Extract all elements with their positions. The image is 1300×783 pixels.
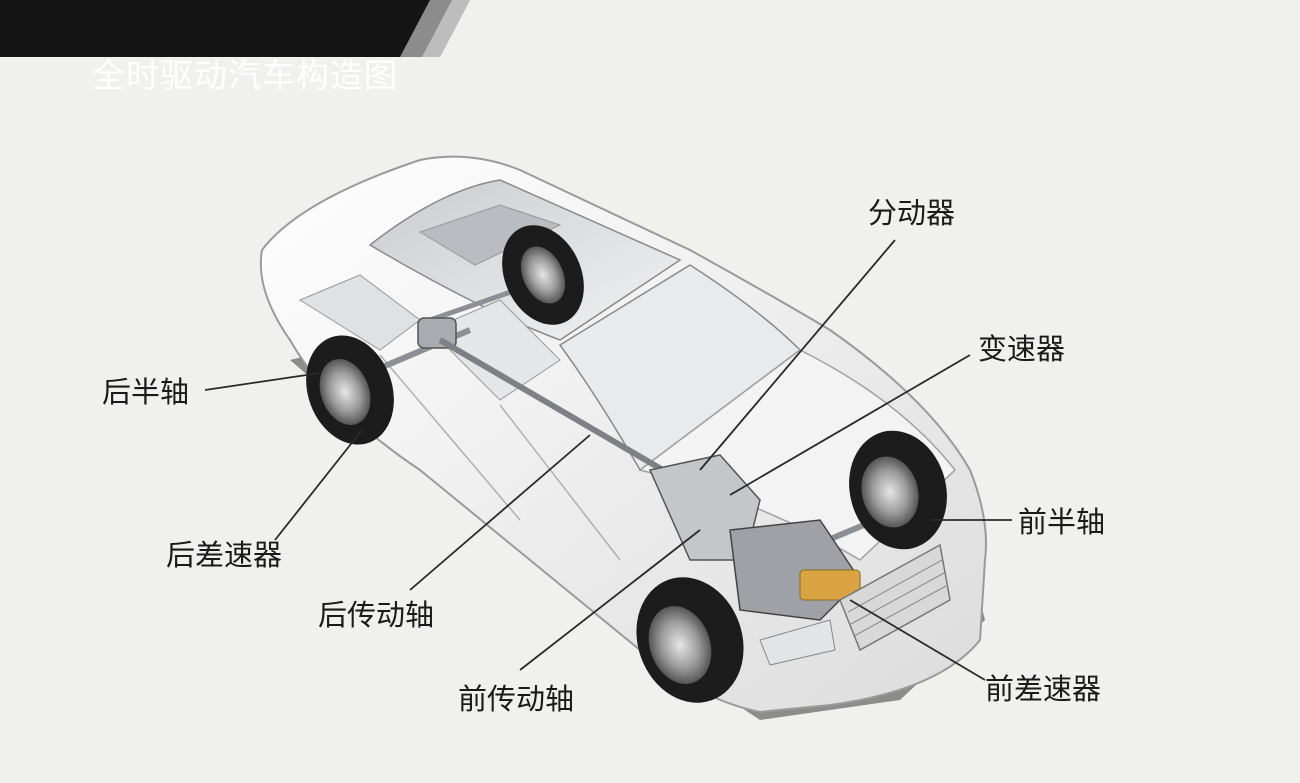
headlight (759, 619, 836, 666)
label-transfer-case: 分动器 (868, 196, 956, 230)
engine-accent (799, 569, 861, 601)
leader-transfer-case (699, 239, 896, 471)
label-front-drive-shaft: 前传动轴 (458, 682, 575, 716)
door-line-2 (499, 404, 621, 561)
leader-front-drive-shaft (519, 529, 701, 671)
side-window-front (429, 299, 561, 401)
label-rear-half-shaft: 后半轴 (102, 375, 190, 409)
leader-rear-differential (274, 429, 363, 541)
label-front-differential: 前差速器 (985, 672, 1102, 706)
leader-rear-drive-shaft (409, 434, 591, 591)
label-rear-differential: 后差速器 (166, 538, 283, 572)
spare-wheel (502, 225, 584, 325)
label-front-half-shaft: 前半轴 (1018, 505, 1106, 539)
diagram-title: 全时驱动汽车构造图 (92, 56, 398, 95)
front-right-wheel (849, 430, 947, 550)
leader-gearbox (729, 354, 971, 496)
rear-wheel (306, 335, 394, 445)
label-gearbox: 变速器 (978, 332, 1066, 366)
front-left-wheel (636, 577, 744, 703)
label-rear-drive-shaft: 后传动轴 (318, 598, 435, 632)
leader-rear-half-shaft (204, 372, 321, 391)
door-line (379, 354, 521, 521)
drive-shaft-part (438, 337, 682, 483)
title-banner (0, 0, 470, 57)
sunroof (418, 204, 562, 266)
leader-front-differential (849, 599, 986, 681)
